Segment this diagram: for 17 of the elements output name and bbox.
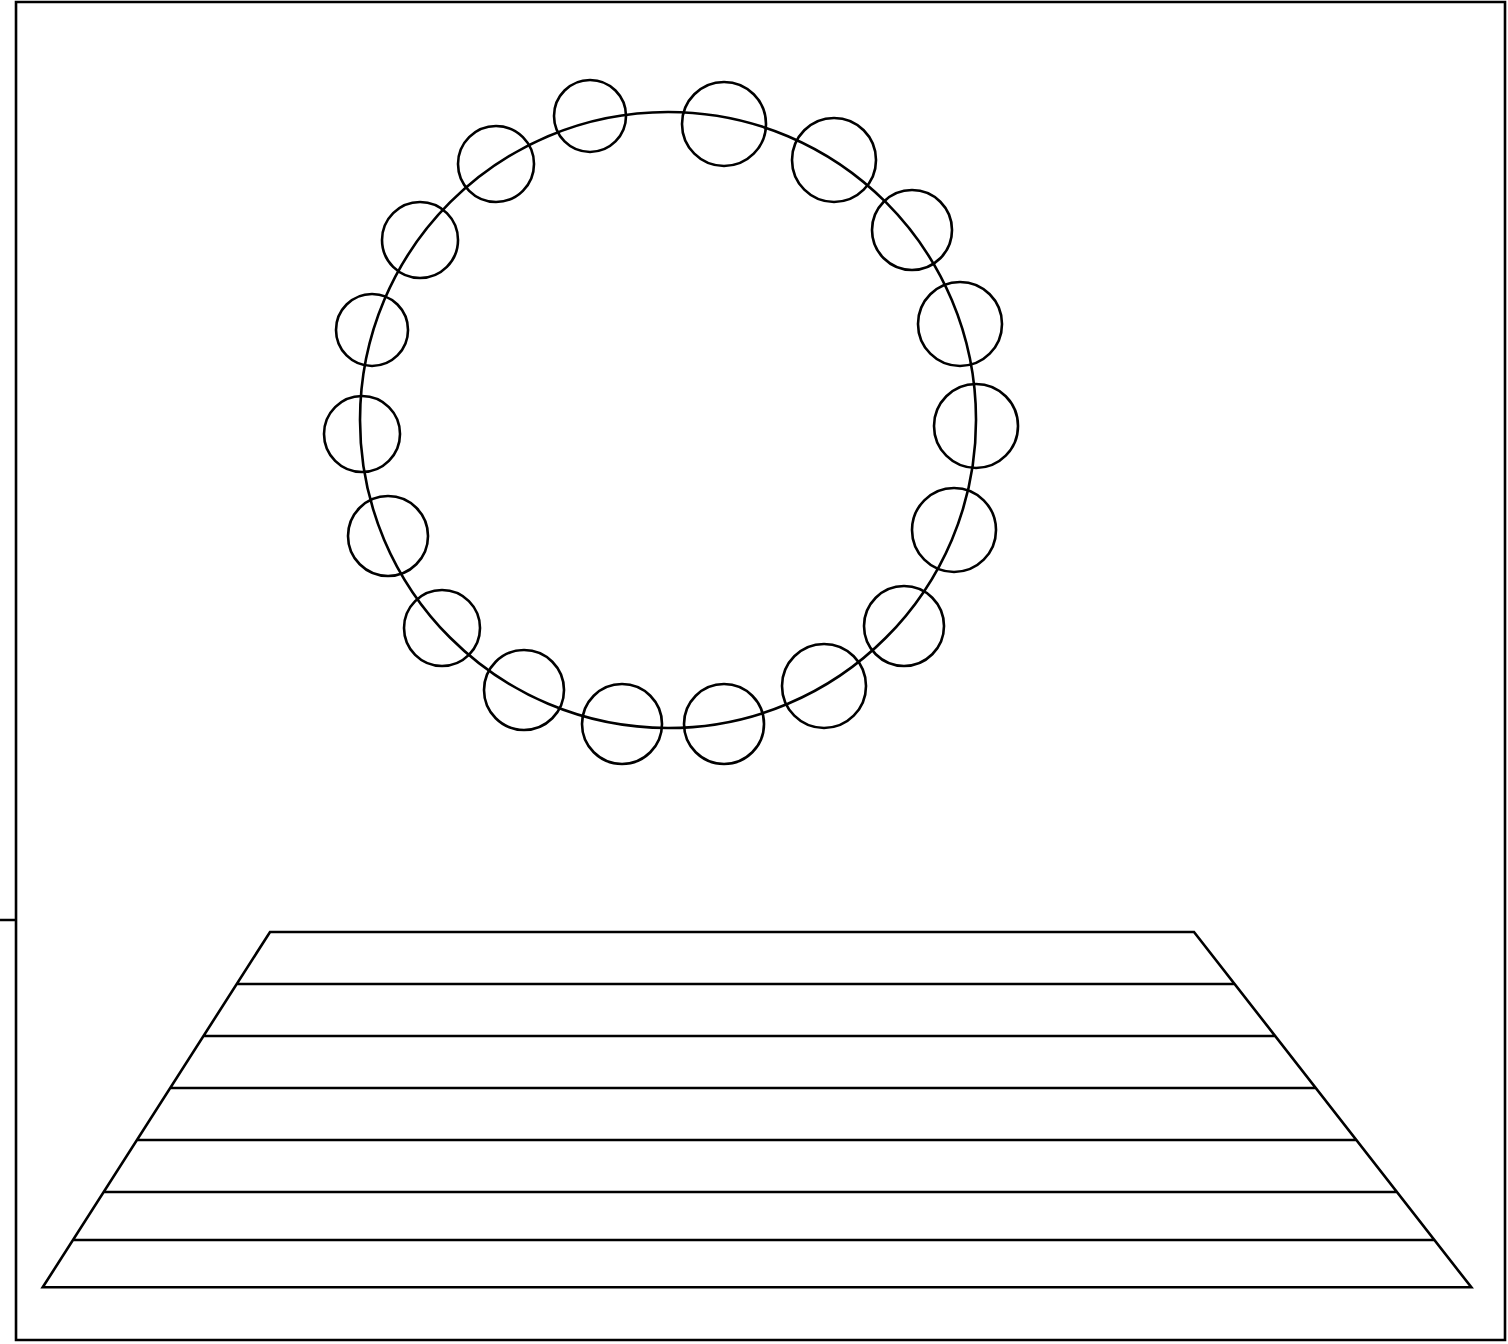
- platform-drawing: [41, 930, 1474, 1289]
- bead-circle: [580, 682, 664, 766]
- bead-circle: [932, 382, 1020, 470]
- bead-circle: [552, 78, 628, 154]
- ring-circle: [358, 110, 978, 730]
- bead-circle: [790, 116, 878, 204]
- bead-circle: [916, 280, 1004, 368]
- bead-circle: [456, 124, 536, 204]
- bead-circle: [910, 486, 998, 574]
- bead-circle: [346, 494, 430, 578]
- bead-circle: [780, 642, 868, 730]
- bead-circle: [862, 584, 946, 668]
- bead-circle: [322, 394, 402, 474]
- bead-circle: [870, 188, 954, 272]
- bead-circle: [682, 682, 766, 766]
- bead-circle: [334, 292, 410, 368]
- bead-circle: [680, 80, 768, 168]
